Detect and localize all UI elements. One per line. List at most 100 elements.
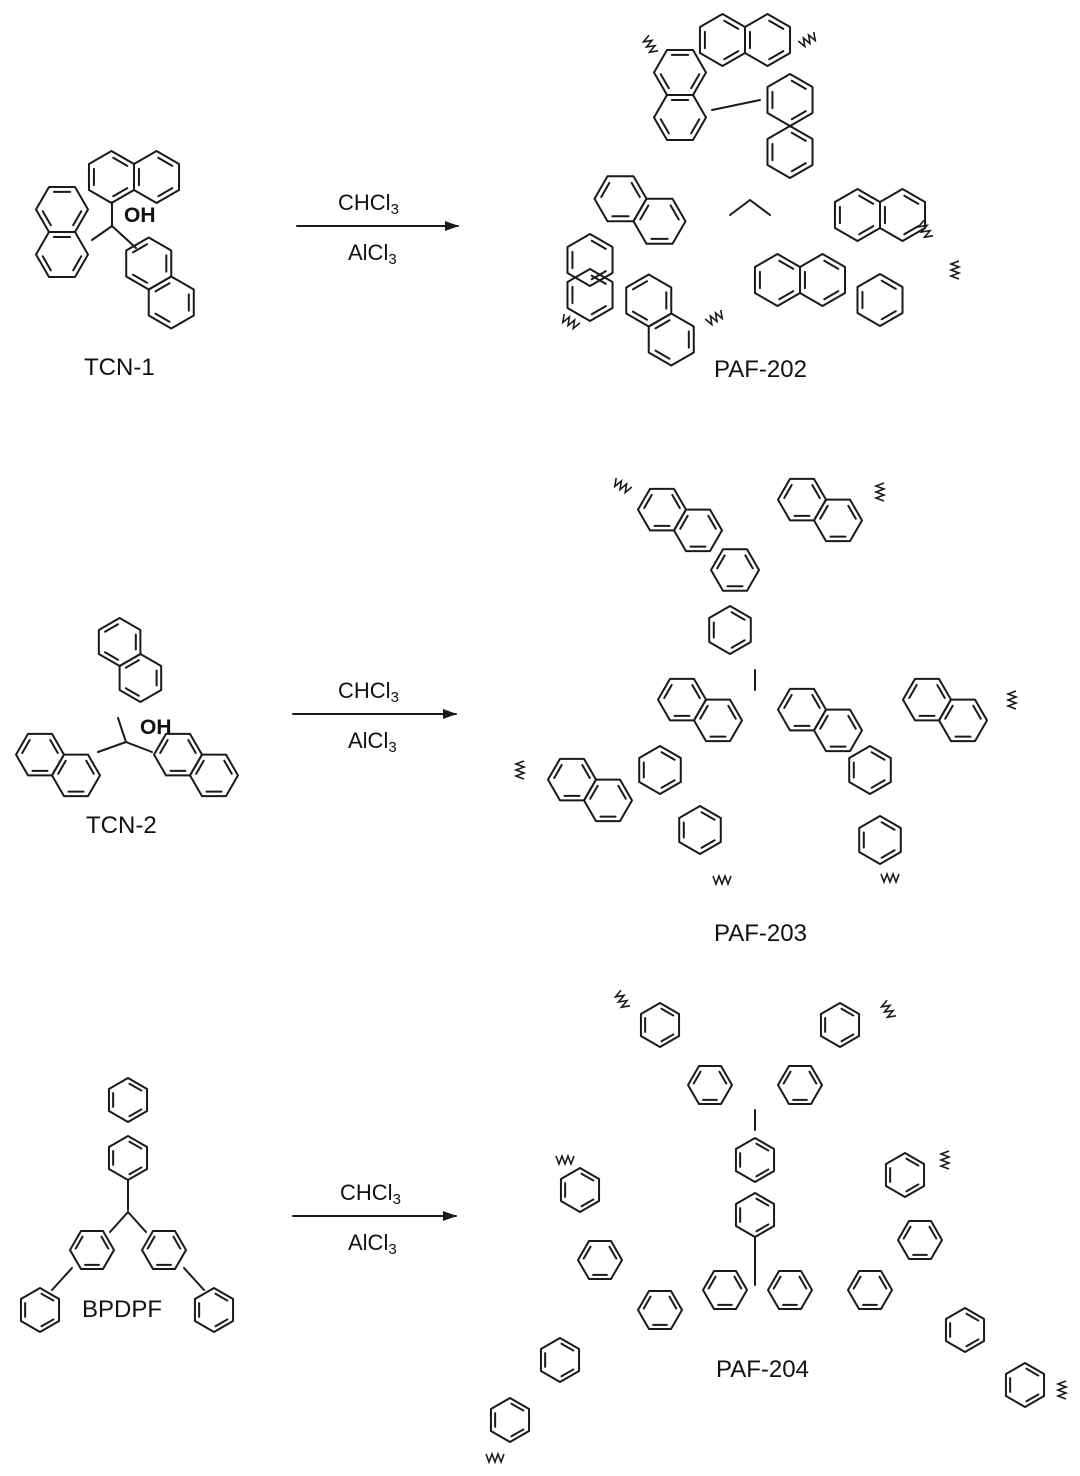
double-bond <box>112 187 129 198</box>
double-bond <box>690 118 701 135</box>
double-bond <box>41 210 52 227</box>
benzene-ring <box>879 188 927 242</box>
double-bond <box>755 1168 770 1178</box>
catalyst-label-2: AlCl3 <box>348 728 397 756</box>
wavy-bond <box>873 482 887 502</box>
double-bond <box>905 1183 920 1193</box>
double-bond <box>819 504 829 520</box>
tcn-2-structure <box>15 617 239 798</box>
double-bond <box>660 1033 675 1043</box>
benzene-ring <box>766 125 814 179</box>
double-bond <box>772 1275 782 1290</box>
double-bond <box>131 273 148 284</box>
double-bond <box>707 514 717 530</box>
double-bond <box>716 554 726 570</box>
benzene-ring <box>87 150 135 204</box>
benzene-ring <box>107 1135 149 1181</box>
double-bond <box>878 1275 888 1290</box>
benzene-ring <box>856 273 904 327</box>
benzene-ring <box>777 477 827 522</box>
single-bond <box>51 1267 73 1291</box>
hydroxyl-label-2: OH <box>140 716 172 739</box>
double-bond <box>755 1142 770 1152</box>
benzene-ring <box>637 1289 683 1331</box>
benzene-ring <box>637 487 687 532</box>
product-name-2: PAF-203 <box>714 920 807 947</box>
wavy-bond <box>641 34 659 54</box>
benzene-ring <box>833 188 881 242</box>
benzene-ring <box>647 312 695 367</box>
double-bond <box>590 305 607 316</box>
double-bond <box>730 639 746 649</box>
benzene-ring <box>944 1307 986 1353</box>
reactant-name-3: BPDPF <box>82 1296 163 1323</box>
double-bond <box>104 651 119 661</box>
double-bond <box>589 784 599 800</box>
single-bond <box>749 199 771 216</box>
double-bond <box>124 659 140 669</box>
wavy-bond <box>1055 1380 1069 1400</box>
benzene-ring <box>884 1152 926 1198</box>
double-bond <box>560 1368 575 1378</box>
wavy-bond <box>485 1451 505 1465</box>
double-bond <box>654 349 671 360</box>
double-bond <box>723 50 740 61</box>
double-bond <box>128 1140 143 1150</box>
paf-204-structure <box>485 989 1069 1465</box>
single-bond <box>729 199 751 216</box>
benzene-ring <box>577 1239 623 1281</box>
double-bond <box>154 312 171 323</box>
benzene-ring <box>766 73 814 127</box>
double-bond <box>870 751 886 761</box>
benzene-ring <box>583 778 633 823</box>
product-name-1: PAF-202 <box>714 356 807 383</box>
double-bond <box>972 704 982 720</box>
double-bond <box>880 849 896 859</box>
double-bond <box>659 73 670 90</box>
double-bond <box>811 484 821 499</box>
benzene-ring <box>858 815 902 865</box>
benzene-ring <box>777 1064 823 1106</box>
benzene-ring <box>847 1269 893 1311</box>
double-bond <box>57 759 67 775</box>
double-bond <box>580 1172 595 1182</box>
double-bond <box>858 194 875 205</box>
double-bond <box>778 290 795 301</box>
double-bond <box>631 280 648 291</box>
benzene-ring <box>566 233 614 287</box>
wavy-bond <box>704 309 724 327</box>
double-bond <box>707 1275 717 1290</box>
double-bond <box>660 1007 675 1017</box>
benzene-ring <box>799 253 847 307</box>
double-bond <box>663 684 673 699</box>
double-bond <box>40 1292 55 1302</box>
solvent-label-1: CHCl3 <box>338 190 399 218</box>
benzene-ring <box>69 1229 115 1271</box>
benzene-ring <box>97 617 142 667</box>
double-bond <box>187 739 197 754</box>
benzene-ring <box>489 1397 531 1443</box>
reactant-name-1: TCN-1 <box>84 354 155 381</box>
double-bond <box>733 1275 743 1290</box>
double-bond <box>631 310 648 321</box>
double-bond <box>49 739 59 754</box>
paf-203-structure <box>513 477 1019 887</box>
double-bond <box>903 225 920 236</box>
double-bond <box>41 255 52 272</box>
catalyst-label-3: AlCl3 <box>348 1230 397 1258</box>
double-bond <box>214 1292 229 1302</box>
double-bond <box>908 684 918 699</box>
benzene-ring <box>698 13 746 67</box>
wavy-bond <box>916 219 934 239</box>
single-bond <box>125 741 153 753</box>
wavy-bond <box>555 1153 575 1167</box>
double-bond <box>798 1275 808 1290</box>
benzene-ring <box>693 698 743 743</box>
double-bond <box>157 156 174 167</box>
benzene-ring <box>708 605 752 655</box>
double-bond <box>700 811 716 821</box>
benzene-ring <box>193 1287 235 1333</box>
benzene-ring <box>638 745 682 795</box>
benzene-ring <box>687 1064 733 1106</box>
